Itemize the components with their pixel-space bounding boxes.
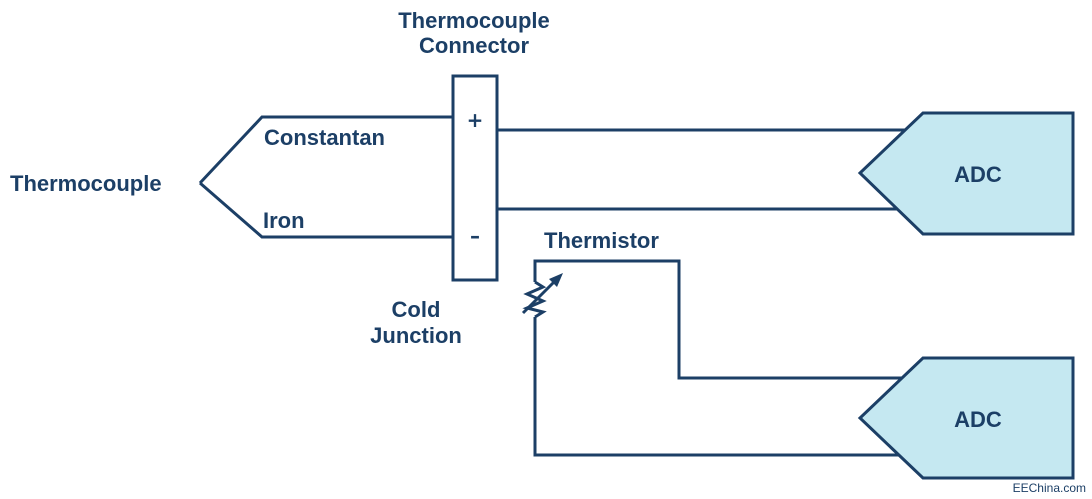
adc-bottom-block: [857, 356, 1075, 480]
adc-top-block: [857, 111, 1075, 236]
thermistor-symbol: [521, 273, 563, 319]
thermistor-wire-upper: [533, 259, 905, 380]
minus-sign: –: [470, 224, 480, 248]
thermocouple-connector-block: [451, 74, 499, 282]
thermocouple-label: Thermocouple: [10, 171, 162, 196]
plus-sign: +: [467, 108, 484, 132]
thermistor-arrow-head: [549, 273, 563, 287]
watermark-text: EEChina.com: [1013, 481, 1086, 495]
constantan-label: Constantan: [264, 125, 385, 150]
cold-junction-label-line1: Cold: [392, 297, 441, 322]
connector-label-line1: Thermocouple: [398, 8, 550, 33]
adc-bottom-label: ADC: [954, 407, 1002, 432]
thermistor-arrow-shaft: [521, 279, 557, 315]
iron-wire: [199, 181, 453, 239]
thermistor-label: Thermistor: [544, 228, 659, 253]
thermistor-wire-lower: [533, 317, 905, 457]
thermistor-zigzag: [522, 280, 547, 319]
connector-label-line2: Connector: [419, 33, 529, 58]
iron-label: Iron: [263, 208, 305, 233]
cold-junction-label-line2: Junction: [370, 323, 462, 348]
adc-top-label: ADC: [954, 162, 1002, 187]
constantan-wire: [198, 115, 453, 185]
